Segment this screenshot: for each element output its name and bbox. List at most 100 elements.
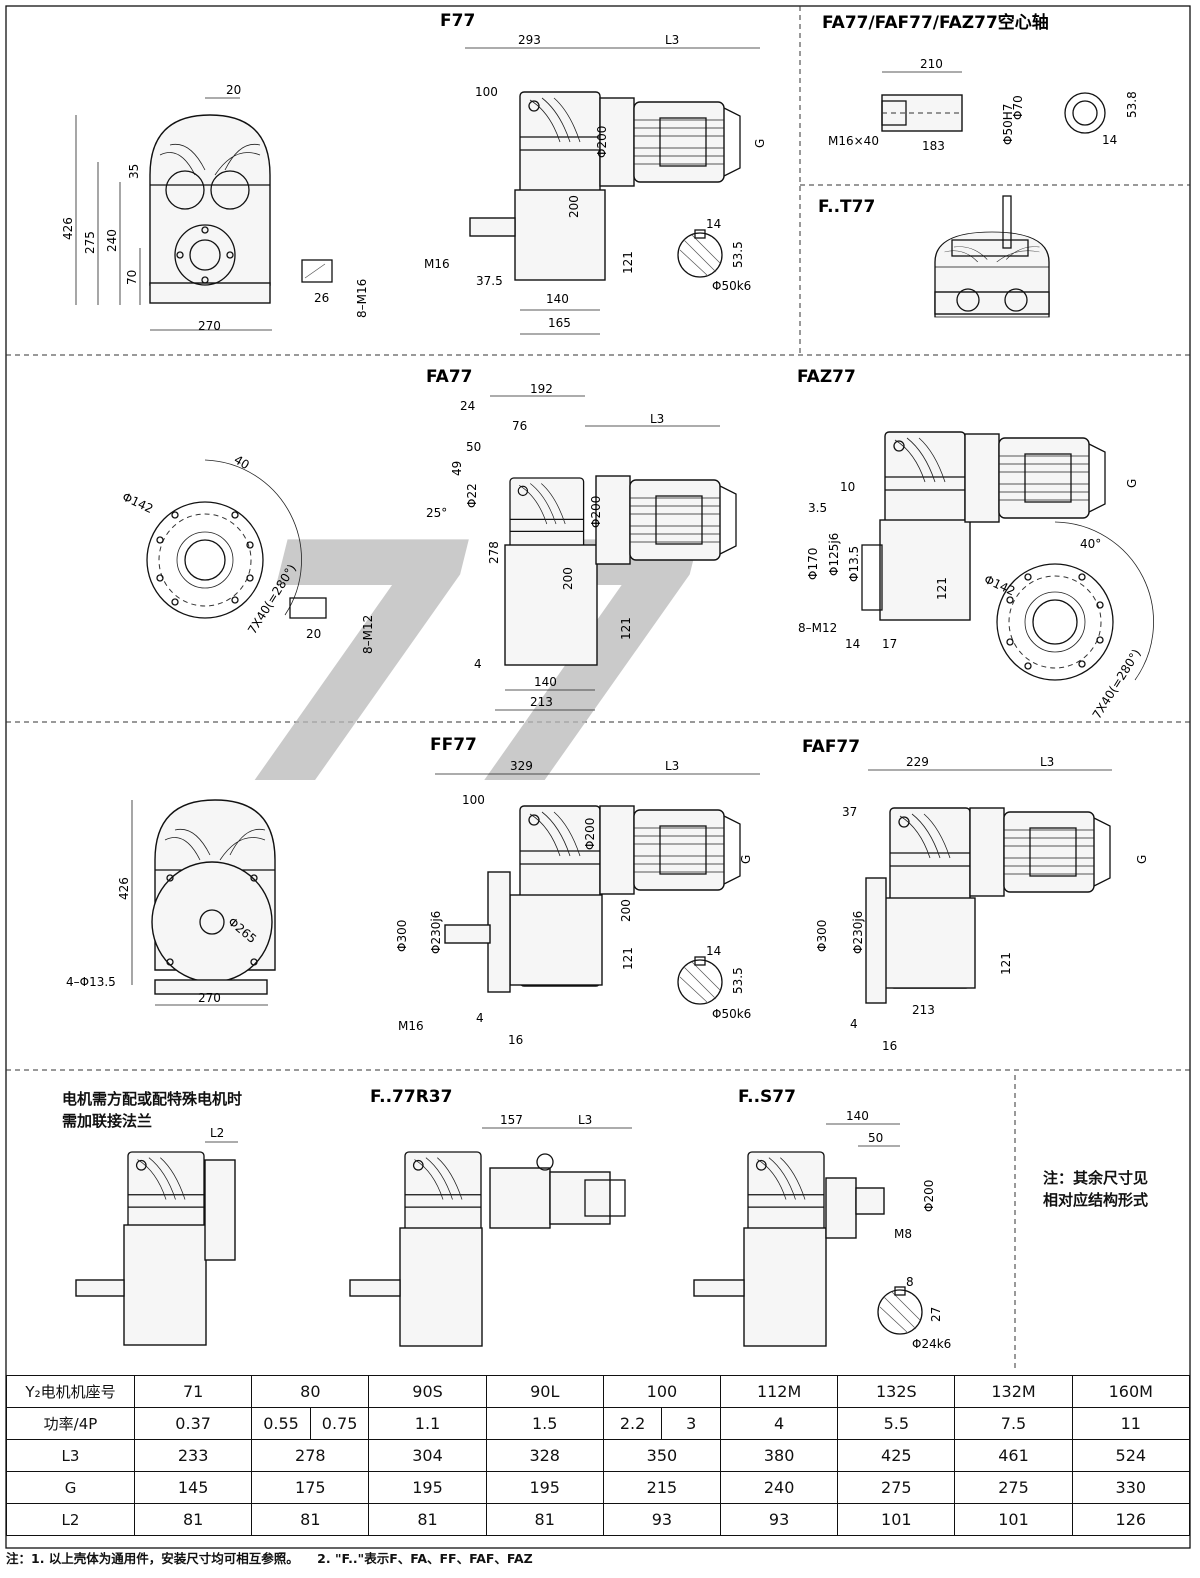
panel-title-faz77: FAZ77 bbox=[797, 367, 856, 387]
adapter-note-line-1: 电机需方配或配特殊电机时 bbox=[62, 1090, 243, 1108]
dim-faf-g: G bbox=[1135, 855, 1149, 864]
row-header: L3 bbox=[5, 1439, 136, 1472]
table-cell: 328 bbox=[485, 1439, 604, 1472]
table-cell: 275 bbox=[954, 1471, 1073, 1504]
dim-faz-17: 17 bbox=[882, 637, 897, 651]
dim-fa-d142: Φ142 bbox=[120, 490, 155, 516]
dim-ff-426: 426 bbox=[117, 877, 131, 900]
table-cell: 3 bbox=[661, 1407, 722, 1440]
dim-f-width-20: 20 bbox=[226, 83, 241, 97]
dim-faf-229: 229 bbox=[906, 755, 929, 769]
dim-fa-200: 200 bbox=[561, 567, 575, 590]
panel-hollow-shaft: FA77/FAF77/FAZ77空心轴 210 M16×40 183 Φ50H7… bbox=[822, 12, 1139, 153]
dim-faz-121: 121 bbox=[935, 577, 949, 600]
dim-ff-l3: L3 bbox=[665, 759, 679, 773]
dim-faz-d125j6: Φ125j6 bbox=[827, 533, 841, 576]
dim-fs-8: 8 bbox=[906, 1275, 914, 1289]
table-cell: 195 bbox=[485, 1471, 604, 1504]
dim-ff-d230j6: Φ230j6 bbox=[429, 911, 443, 954]
table-cell: 195 bbox=[368, 1471, 487, 1504]
dim-fa-l3: L3 bbox=[650, 412, 664, 426]
table-cell: 0.37 bbox=[134, 1407, 253, 1440]
row-header: G bbox=[5, 1471, 136, 1504]
dim-faf-213: 213 bbox=[912, 1003, 935, 1017]
adapter-note-line-2: 需加联接法兰 bbox=[62, 1112, 153, 1130]
table-cell: 101 bbox=[837, 1503, 956, 1536]
table-cell: 81 bbox=[251, 1503, 370, 1536]
dim-fs-27: 27 bbox=[929, 1307, 943, 1322]
panel-title-f77: F77 bbox=[440, 11, 475, 31]
panel-ff77: FF77 426 Φ265 4–Φ13.5 270 329 L3 100 Φ20… bbox=[66, 735, 760, 1047]
table-cell: 132M bbox=[954, 1375, 1073, 1408]
dim-ff-329: 329 bbox=[510, 759, 533, 773]
table-cell: 240 bbox=[720, 1471, 839, 1504]
dim-f-100: 100 bbox=[475, 85, 498, 99]
dim-faz-7x40: 7X40(=280°) bbox=[1090, 647, 1144, 722]
dim-f-35: 35 bbox=[127, 164, 141, 179]
table-cell: 93 bbox=[720, 1503, 839, 1536]
dim-f-275: 275 bbox=[83, 231, 97, 254]
dim-fa-76: 76 bbox=[512, 419, 527, 433]
other-dimensions-note: 注：其余尺寸见 相对应结构形式 bbox=[1043, 1167, 1148, 1211]
table-cell: 81 bbox=[485, 1503, 604, 1536]
dim-fa-213: 213 bbox=[530, 695, 553, 709]
table-cell: 81 bbox=[368, 1503, 487, 1536]
dim-fa-d200: Φ200 bbox=[589, 496, 603, 528]
dim-ff-100: 100 bbox=[462, 793, 485, 807]
dim-f-200: 200 bbox=[567, 195, 581, 218]
table-cell: 0.75 bbox=[309, 1407, 370, 1440]
dim-ff-4d13-5: 4–Φ13.5 bbox=[66, 975, 116, 989]
panel-title-hollow: FA77/FAF77/FAZ77空心轴 bbox=[822, 12, 1049, 33]
table-cell: 81 bbox=[134, 1503, 253, 1536]
dim-f-240: 240 bbox=[105, 229, 119, 252]
table-cell: 524 bbox=[1071, 1439, 1191, 1472]
dim-fs-d24k6: Φ24k6 bbox=[912, 1337, 951, 1351]
panel-fs77: F..S77 140 50 Φ200 M8 8 27 Φ24k6 bbox=[693, 1087, 951, 1351]
dim-faz-8m12: 8–M12 bbox=[798, 621, 837, 635]
dim-f-m16: M16 bbox=[424, 257, 450, 271]
dim-hollow-53-8: 53.8 bbox=[1125, 91, 1139, 118]
table-cell: 101 bbox=[954, 1503, 1073, 1536]
table-cell: 112M bbox=[720, 1375, 839, 1408]
dim-ff-14: 14 bbox=[706, 944, 721, 958]
table-cell: 80 bbox=[251, 1375, 370, 1408]
row-header: 功率/4P bbox=[5, 1407, 136, 1440]
dim-faz-d13-5: Φ13.5 bbox=[847, 546, 861, 582]
dim-hollow-210: 210 bbox=[920, 57, 943, 71]
dim-fa-40: 40 bbox=[232, 452, 252, 472]
dim-faz-d170: Φ170 bbox=[806, 548, 820, 580]
table-cell: 71 bbox=[134, 1375, 253, 1408]
adapter-note: 电机需方配或配特殊电机时 需加联接法兰 bbox=[62, 1088, 242, 1132]
dim-fa-121: 121 bbox=[619, 617, 633, 640]
dim-fa-50: 50 bbox=[466, 440, 481, 454]
table-cell: 233 bbox=[134, 1439, 253, 1472]
table-cell: 100 bbox=[602, 1375, 722, 1408]
table-cell: 1.1 bbox=[368, 1407, 487, 1440]
other-dimensions-note-line-1: 注：其余尺寸见 bbox=[1043, 1169, 1149, 1187]
table-cell: 90L bbox=[485, 1375, 604, 1408]
sheet-border bbox=[5, 5, 1191, 1549]
dim-ff-121: 121 bbox=[621, 947, 635, 970]
dim-fs-140: 140 bbox=[846, 1109, 869, 1123]
table-cell: 278 bbox=[251, 1439, 370, 1472]
dim-f-121: 121 bbox=[621, 251, 635, 274]
dim-faz-3-5: 3.5 bbox=[808, 501, 827, 515]
table-cell: 461 bbox=[954, 1439, 1073, 1472]
dim-adapter-l2: L2 bbox=[210, 1126, 224, 1140]
dim-faf-121: 121 bbox=[999, 952, 1013, 975]
panel-f77: F77 20 35 426 275 240 70 270 26 8–M16 bbox=[61, 11, 767, 335]
panel-title-f77r37: F..77R37 bbox=[370, 1087, 452, 1107]
dim-faf-4: 4 bbox=[850, 1017, 858, 1031]
dim-faf-37: 37 bbox=[842, 805, 857, 819]
table-cell: 126 bbox=[1071, 1503, 1191, 1536]
dim-ff-270: 270 bbox=[198, 991, 221, 1005]
panel-title-ft77: F..T77 bbox=[818, 197, 875, 217]
dim-f-d50k6: Φ50k6 bbox=[712, 279, 751, 293]
table-cell: 175 bbox=[251, 1471, 370, 1504]
panel-title-fa77: FA77 bbox=[426, 367, 472, 387]
table-cell: 145 bbox=[134, 1471, 253, 1504]
dim-faz-10: 10 bbox=[840, 480, 855, 494]
table-cell: 4 bbox=[720, 1407, 839, 1440]
